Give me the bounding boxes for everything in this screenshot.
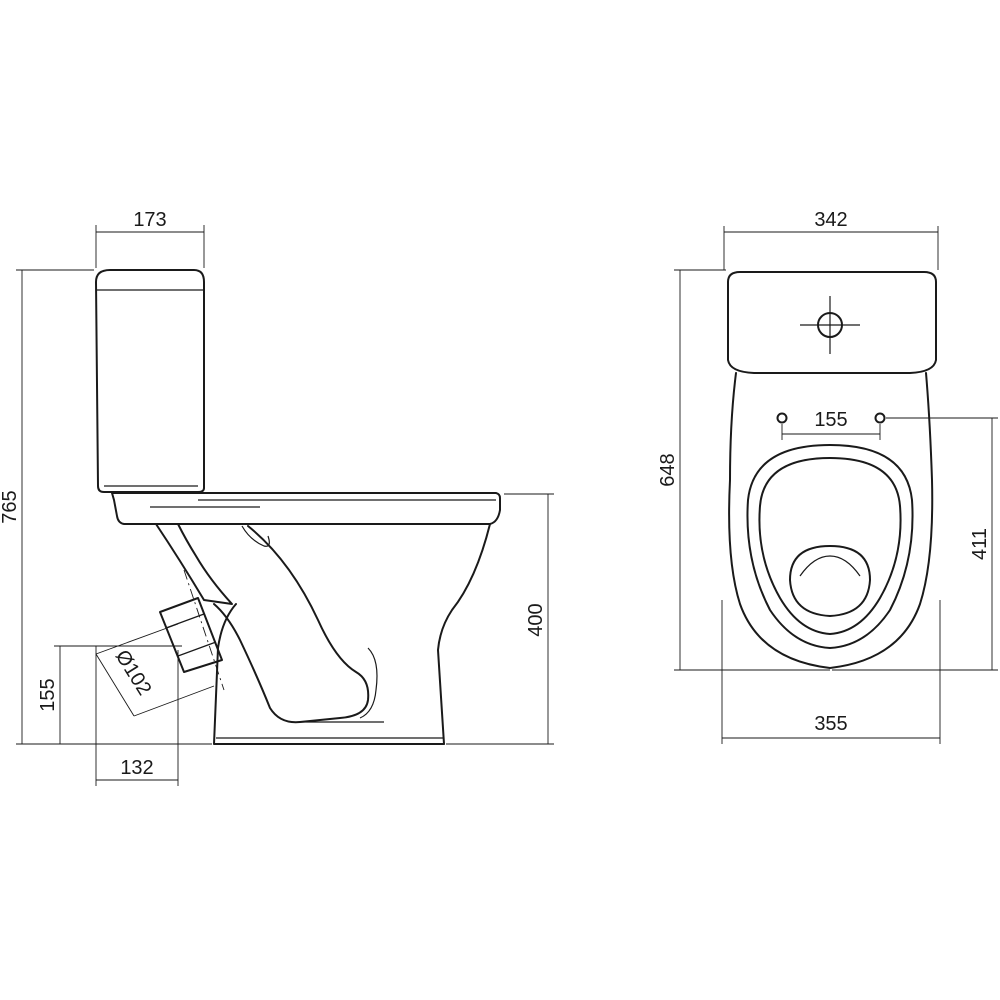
- dimension-bowl-width: 355: [721, 600, 941, 744]
- trapway-curve: [359, 647, 378, 719]
- dimension-label-355: 355: [814, 713, 847, 735]
- top-view: 342 648 155 411 355: [657, 209, 998, 744]
- spigot-centerline: [183, 569, 225, 691]
- dimension-label-400: 400: [525, 603, 547, 636]
- dimension-outlet-diameter: Ø102: [95, 623, 215, 717]
- dimension-label-411: 411: [969, 528, 991, 560]
- dimension-label-648: 648: [657, 453, 679, 486]
- dimension-bowl-height: 400: [446, 493, 554, 745]
- dimension-label-342: 342: [814, 209, 847, 231]
- bowl-outer: [728, 372, 934, 669]
- top-tank: [727, 271, 937, 374]
- outlet-spigot: [159, 597, 223, 673]
- hinge-bolt-right-icon: [874, 412, 886, 424]
- outlet-pipe: [155, 523, 233, 605]
- dimension-bowl-length: 411: [832, 417, 998, 671]
- dimension-outlet-offset: 132: [95, 646, 179, 786]
- bowl-base: [213, 603, 445, 745]
- cistern-tank: [95, 269, 205, 493]
- seat-outer: [746, 444, 914, 649]
- bowl-rim: [111, 492, 501, 525]
- dimension-outlet-height: 155: [37, 645, 182, 744]
- dimension-label-155-outlet: 155: [37, 678, 59, 711]
- trapway-back: [241, 525, 270, 547]
- dimension-label-765: 765: [0, 490, 21, 523]
- side-view: 173 765 400 155 132: [0, 209, 554, 786]
- dimension-hinge-spacing: 155: [781, 409, 881, 440]
- flush-button-icon: [800, 296, 860, 354]
- bowl-opening-lip: [799, 555, 861, 577]
- dimension-label-173: 173: [133, 209, 166, 231]
- dimension-label-132: 132: [120, 757, 153, 779]
- hinge-bolt-left-icon: [776, 412, 788, 424]
- seat-inner: [758, 457, 902, 635]
- spigot-ring-2: [177, 641, 217, 657]
- dimension-total-length: 648: [657, 269, 830, 671]
- dimension-tank-width: 342: [723, 209, 939, 270]
- dimension-label-155-hinge: 155: [814, 409, 847, 431]
- dimension-total-height: 765: [0, 269, 212, 745]
- dimension-label-diameter-102: Ø102: [111, 646, 156, 699]
- dimension-tank-depth: 173: [95, 209, 205, 268]
- bowl-opening: [789, 545, 871, 617]
- bowl-body-front: [437, 523, 491, 745]
- trapway-inner: [213, 525, 370, 724]
